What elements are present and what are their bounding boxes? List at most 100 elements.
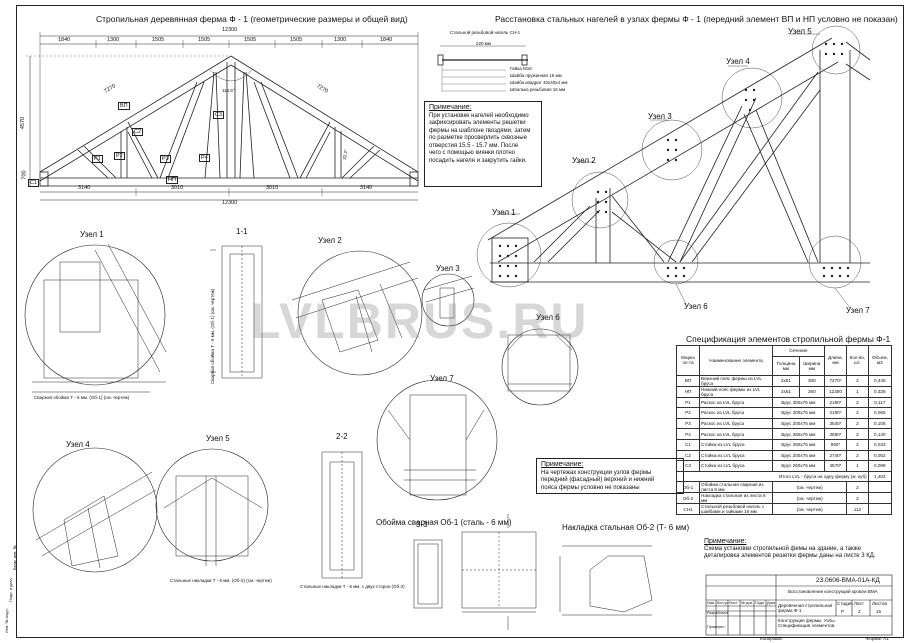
nail-dots	[498, 42, 850, 278]
spec-cell-l: 2190*	[823, 396, 848, 409]
spec-extra-cell-mark: СН1	[676, 503, 700, 516]
spec-cell-v: 0,140	[867, 428, 893, 440]
spec-cell-l: 2740*	[823, 449, 848, 462]
spec-extra-cell-s: (см. чертеж)	[771, 492, 848, 505]
spec-cell-w: 300	[798, 374, 825, 387]
tb-sheet: 2	[858, 609, 861, 614]
uzel2-detail	[291, 261, 419, 353]
spec-cell-w: 260	[798, 385, 825, 398]
spec-h-width: Ширина мм	[798, 355, 825, 376]
watermark: LVLBRUS.RU	[250, 293, 589, 349]
dim-total-bottom: 12300	[222, 200, 238, 206]
spec-cell-v: 0,033	[867, 438, 893, 451]
tb-stage-h: Стадия	[837, 601, 853, 606]
title-spec-table: Спецификация элементов стропильной фермы…	[686, 334, 891, 344]
section-label-2-2: 2-2	[336, 432, 348, 441]
spec-cell-q: 1	[846, 385, 869, 398]
dim-top-seg-6: 1505	[290, 37, 303, 43]
side-stamp-2: Подп. и дата	[8, 578, 13, 602]
bolt-legend-drawing	[437, 45, 528, 92]
detail-node-6: Узел 6	[536, 313, 560, 322]
spec-cell-mark: С2	[676, 449, 700, 462]
spec-cell-l: 2190*	[823, 407, 848, 419]
dim-top-seg-1: 1840	[58, 37, 71, 43]
spec-table: Марка эл-та Наименование элемента Сечени…	[676, 345, 893, 516]
spec-cell-s: 2х51	[772, 385, 800, 398]
spec-cell-v: 0,106	[867, 417, 893, 430]
detail-node-3: Узел 3	[436, 264, 460, 273]
spec-h-qty: Кол-во, шт.	[846, 345, 869, 376]
caption-uzel4: Стальные накладки Т - 6 мм. (Об-2) (см. …	[170, 578, 272, 583]
uzel7-detail	[387, 394, 485, 496]
note-install-body: Схема установки стропильной фемы на здан…	[704, 545, 876, 560]
label-np: НП	[166, 176, 178, 184]
spec-extra-cell-empty	[867, 492, 893, 505]
spec-cell-l: 3580*	[823, 428, 848, 440]
bolt-item-1: Гайка М16	[510, 66, 532, 71]
spec-cell-mark: Р3	[676, 417, 700, 430]
tb-project: Восстановление конструкций кровли ВМА	[788, 589, 878, 594]
drawing-frame	[16, 5, 904, 638]
spec-h-volume: Объем, м3	[867, 345, 893, 376]
spec-cell-name: Верхний пояс фермы из LVL бруса	[699, 374, 773, 387]
label-p1: Р1	[92, 155, 103, 163]
dim-height: 4570	[20, 116, 27, 130]
side-stamp-1: Инв. № подл.	[4, 608, 9, 633]
tb-sheets: 15	[876, 609, 882, 614]
spec-h-name: Наименование элемента	[699, 345, 773, 376]
spec-extra-cell-s: (см. чертеж)	[771, 481, 848, 494]
note-install: Примечание: Схема установки стропильной …	[704, 538, 894, 561]
tb-code: 23.0606-ВМА-01А-КД	[816, 577, 880, 584]
spec-cell-name: Стойка из LVL бруса	[699, 449, 773, 462]
tb-copied: Копировал	[760, 636, 783, 641]
note-belts-title: Примечание:	[541, 461, 584, 468]
spec-cell-mark: Р1	[676, 396, 700, 409]
spec-extra-cell-empty	[867, 503, 893, 516]
spec-cell-name: Раскос из LVL бруса	[699, 407, 773, 419]
spec-h-mark: Марка эл-та	[676, 345, 700, 376]
tb-role-3: Лист	[729, 601, 738, 605]
tb-stage: Р	[841, 609, 845, 614]
title-nakladka: Накладка стальная Об-2 (Т- 6 мм)	[562, 523, 690, 532]
dim-top-seg-4: 1505	[198, 37, 211, 43]
note-nails-body: При установке нагелей необходимо зафикси…	[429, 112, 531, 164]
dim-bot-seg-2: 3010	[171, 185, 184, 191]
tb-role-5: Подп.	[755, 601, 766, 605]
spec-cell-s: Брус 260х75 мм	[772, 438, 825, 451]
spec-extra-cell-name: Стальной резьбовой нагель с шайбами и га…	[699, 503, 773, 516]
layout-node-4: Узел 4	[726, 57, 750, 66]
note-belts: Примечание: На чертежах конструкции узло…	[536, 458, 684, 494]
dim-apex-angle: 115.6°	[222, 88, 235, 93]
label-c3: С3	[213, 111, 225, 119]
spec-extra-cell-empty	[867, 481, 893, 494]
spec-cell-mark: Р4	[676, 428, 700, 440]
note-nails: Примечание: При установке нагелей необхо…	[424, 101, 542, 187]
title-truss-general: Стропильная деревянная ферма Ф - 1 (геом…	[96, 14, 408, 24]
spec-cell-s: Брус 260х75 мм	[772, 428, 825, 440]
detail-node-1: Узел 1	[80, 230, 104, 239]
spec-cell-q: 2	[846, 396, 869, 409]
tb-role-1: Изм.	[707, 601, 716, 605]
spec-extra-cell-q: 2	[846, 492, 869, 505]
truss-nail-layout	[476, 25, 871, 309]
title-nail-layout: Расстановка стальных нагелей в узлах фер…	[495, 14, 898, 24]
spec-cell-mark: ВП	[676, 374, 700, 387]
spec-cell-q: 2	[846, 428, 869, 440]
spec-cell-name: Нижний пояс фермы из LVL бруса	[699, 385, 773, 398]
tb-person-2: Проверил	[707, 625, 725, 629]
spec-h-section: Сечение	[772, 345, 825, 357]
spec-cell-v: 0,089	[867, 460, 893, 472]
dim-eave: 700	[21, 170, 28, 180]
dim-top-seg-2: 1300	[107, 37, 120, 43]
bolt-length: 220 мм	[476, 41, 491, 46]
spec-cell-mark: С1	[676, 438, 700, 451]
spec-cell-name: Стойка из LVL бруса	[699, 460, 773, 472]
caption-s11: Сварная обойма Т - 6 мм. (Об-1) (см. чер…	[210, 288, 215, 384]
